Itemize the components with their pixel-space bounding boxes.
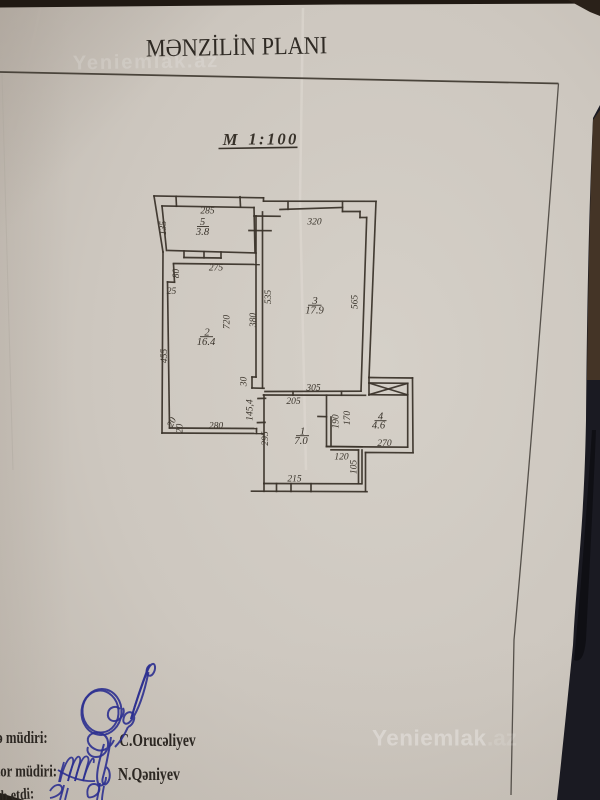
svg-text:.az: .az (487, 726, 517, 751)
svg-text:215: 215 (287, 475, 302, 485)
svg-text:285: 285 (200, 207, 215, 217)
svg-text:17.9: 17.9 (305, 306, 324, 317)
svg-text:275: 275 (209, 264, 224, 274)
svg-text:535: 535 (264, 290, 274, 305)
svg-text:5: 5 (200, 217, 205, 228)
svg-text:135: 135 (159, 221, 169, 236)
svg-text:190: 190 (332, 414, 342, 429)
svg-text:280: 280 (209, 422, 224, 432)
svg-text:M: M (222, 130, 239, 149)
svg-text:320: 320 (306, 218, 322, 228)
svg-text:16.4: 16.4 (197, 337, 216, 348)
svg-text:205: 205 (286, 397, 301, 407)
svg-text:Yeniemlak.az: Yeniemlak.az (73, 50, 219, 75)
svg-text:1:100: 1:100 (248, 130, 298, 149)
svg-text:305: 305 (305, 384, 321, 394)
svg-text:tib etdi:: tib etdi: (0, 785, 34, 800)
svg-text:270: 270 (377, 439, 392, 449)
svg-text:C.Orucəliyev: C.Orucəliyev (119, 732, 196, 751)
svg-text:170: 170 (343, 411, 353, 426)
svg-text:4.6: 4.6 (372, 421, 386, 432)
svg-text:120: 120 (334, 453, 349, 463)
svg-text:MƏNZİLİN PLANI: MƏNZİLİN PLANI (146, 32, 328, 63)
svg-text:565: 565 (351, 295, 361, 310)
svg-text:3: 3 (311, 296, 317, 307)
svg-text:720: 720 (223, 315, 233, 330)
svg-text:4: 4 (378, 412, 384, 423)
svg-text:7.0: 7.0 (294, 436, 308, 447)
svg-text:tor müdiri:: tor müdiri: (0, 763, 57, 781)
svg-text:1: 1 (300, 427, 305, 438)
svg-text:20: 20 (166, 416, 179, 429)
svg-text:80: 80 (172, 269, 182, 279)
svg-text:Yeniemlak: Yeniemlak (372, 726, 487, 751)
svg-text:2: 2 (204, 328, 210, 339)
svg-text:25: 25 (167, 287, 177, 297)
svg-text:30: 30 (240, 377, 250, 388)
svg-text:455: 455 (160, 349, 170, 364)
svg-text:3.8: 3.8 (195, 227, 210, 238)
svg-text:145,4: 145,4 (246, 399, 256, 421)
svg-text:20: 20 (176, 424, 186, 434)
svg-text:295: 295 (261, 431, 271, 446)
svg-text:ə müdiri:: ə müdiri: (0, 729, 48, 747)
svg-text:N.Qəniyev: N.Qəniyev (118, 765, 181, 784)
svg-text:105: 105 (350, 460, 360, 475)
svg-text:380: 380 (249, 313, 259, 329)
